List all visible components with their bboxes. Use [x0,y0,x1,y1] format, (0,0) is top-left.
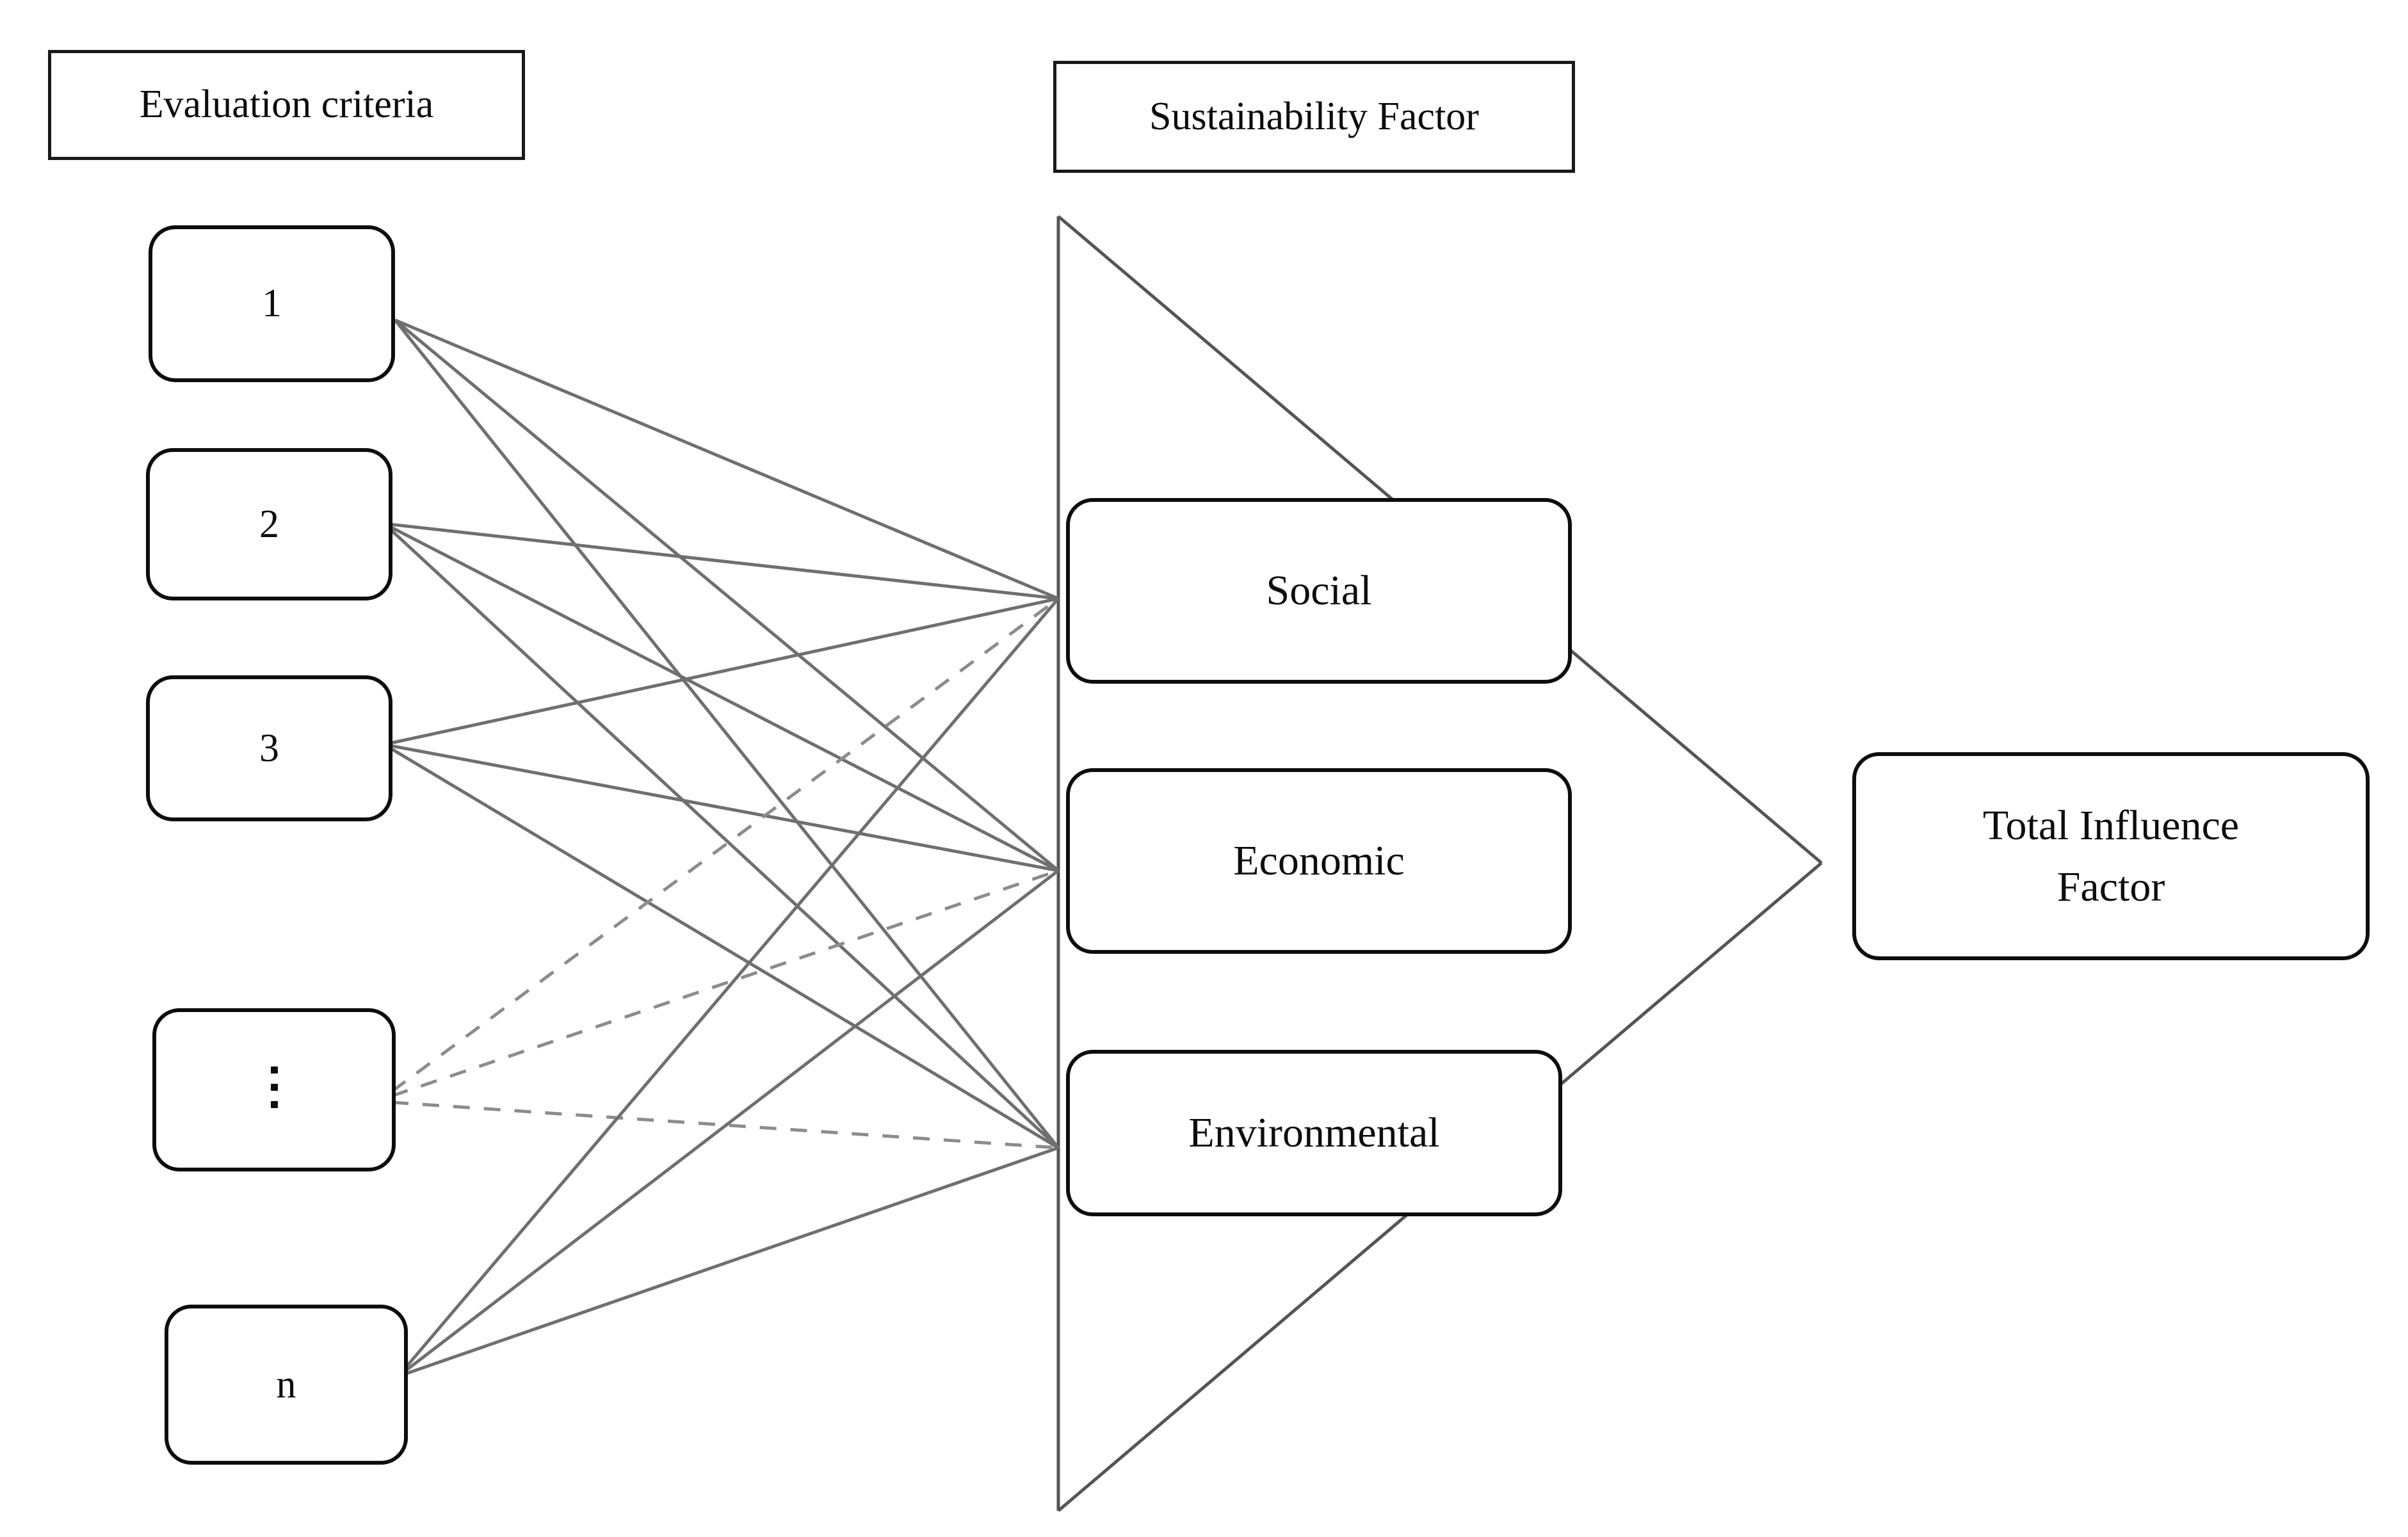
edge-c2-environmental [383,522,1060,1149]
edge-group-c1 [394,318,1060,1149]
edge-group-cdots [391,597,1060,1150]
edge-cn-social [397,597,1060,1378]
edge-cn-economic [397,869,1060,1378]
criteria-node-ellipsis[interactable] [152,1008,396,1171]
edge-cdots-environmental [391,1100,1059,1150]
result-node-line-2: Factor [2056,863,2165,910]
pillar-node-environmental[interactable]: Environmental [1066,1050,1562,1216]
header-evaluation-criteria-label: Evaluation criteria [139,83,434,127]
edge-group-c3 [383,597,1060,1150]
edge-c1-environmental [394,319,1060,1149]
header-evaluation-criteria: Evaluation criteria [48,50,525,160]
pillar-node-social[interactable]: Social [1066,498,1572,684]
criteria-node-2[interactable]: 2 [146,448,392,600]
pillar-node-economic[interactable]: Economic [1066,768,1572,954]
criteria-node-n-label: n [276,1362,296,1406]
edge-c1-economic [394,319,1060,872]
edge-c1-social [394,318,1059,600]
edge-group-c2 [383,522,1060,1149]
edge-cdots-economic [391,869,1059,1098]
result-node-line-1: Total Influence [1982,801,2240,849]
edge-c3-economic [384,743,1059,873]
criteria-node-2-label: 2 [259,502,279,546]
edge-cdots-social [391,597,1060,1093]
result-node-total-influence-factor[interactable]: Total Influence Factor [1852,752,2370,960]
edge-c2-social [384,522,1059,600]
edge-c3-environmental [383,743,1060,1150]
vertical-ellipsis-icon [270,1056,278,1118]
edge-c3-social [384,597,1059,746]
pillar-node-social-label: Social [1266,567,1372,615]
header-sustainability-factor-label: Sustainability Factor [1149,94,1479,138]
edge-c2-economic [383,522,1060,873]
criteria-node-3-label: 3 [259,726,279,770]
header-sustainability-factor: Sustainability Factor [1053,61,1575,173]
pillar-node-environmental-label: Environmental [1188,1109,1440,1157]
criteria-node-n[interactable]: n [165,1305,408,1465]
criteria-node-1-label: 1 [262,282,282,326]
edge-group-cn [397,597,1060,1378]
edge-cn-environmental [398,1146,1059,1378]
criteria-node-3[interactable]: 3 [146,675,392,821]
pillar-node-economic-label: Economic [1233,837,1405,885]
criteria-node-1[interactable]: 1 [149,225,395,382]
